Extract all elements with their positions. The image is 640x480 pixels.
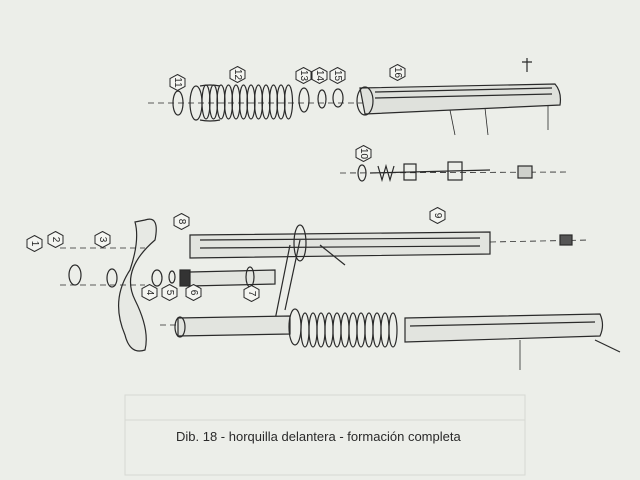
label-hexagon-icon: [429, 207, 446, 224]
part-label-14: 14: [314, 69, 325, 82]
part-label-9: 9: [432, 212, 443, 219]
part-label-13: 13: [298, 69, 309, 82]
boot-rib: [268, 84, 279, 120]
label-hexagon-icon: [355, 145, 372, 162]
steering-stem: [189, 269, 276, 287]
label-hexagon-icon: [329, 67, 346, 84]
boot-rib: [208, 84, 219, 120]
part-label-12: 12: [232, 68, 243, 81]
label-hexagon-icon: [295, 67, 312, 84]
boot-rib: [372, 312, 382, 348]
label-hexagon-icon: [243, 285, 260, 302]
boot-rib: [253, 84, 264, 120]
boot-rib: [308, 312, 318, 348]
label-hexagon-icon: [185, 284, 202, 301]
triple-clamp-bracket: [60, 218, 301, 352]
boot-rib: [300, 312, 310, 348]
boot-rib: [356, 312, 366, 348]
label-hexagon-icon: [311, 67, 328, 84]
label-hexagon-icon: [94, 231, 111, 248]
boot-rib: [348, 312, 358, 348]
part-label-5: 5: [164, 289, 175, 296]
label-hexagon-icon: [229, 66, 246, 83]
boot-rib: [340, 312, 350, 348]
upper-slider-assembly: [148, 58, 562, 136]
label-hexagon-icon: [141, 284, 158, 301]
clamp-11: [172, 90, 184, 116]
boot-rib: [238, 84, 249, 120]
label-hexagon-icon: [173, 213, 190, 230]
slider-16: [356, 58, 562, 136]
boot-rib: [283, 84, 294, 120]
boot-rib: [324, 312, 334, 348]
label-hexagon-icon: [161, 284, 178, 301]
clamp-13: [298, 87, 310, 113]
fork-tube-9: [189, 224, 591, 266]
boot-rib: [276, 84, 286, 120]
boot-rib: [216, 84, 226, 120]
boot-rib: [364, 312, 374, 348]
boot-ribs: [201, 84, 294, 120]
part-label-7: 7: [246, 290, 257, 297]
boot-rib: [201, 84, 211, 120]
boot-rib: [388, 312, 398, 348]
boot-rib: [380, 312, 390, 348]
part-label-15: 15: [332, 69, 343, 82]
label-hexagon-icon: [26, 235, 43, 252]
part-label-11: 11: [172, 77, 183, 88]
boot-rib: [231, 84, 241, 120]
seal-15: [332, 88, 344, 108]
boot-rib: [246, 84, 256, 120]
lower-boot-ribs: [300, 312, 398, 348]
part-label-2: 2: [50, 236, 61, 243]
lower-fork-leg: [160, 308, 621, 370]
damper-rod-10: [339, 161, 571, 183]
part-label-3: 3: [97, 236, 108, 243]
part-label-6: 6: [188, 289, 199, 296]
part-label-8: 8: [176, 218, 187, 225]
washer-5: [168, 270, 176, 284]
label-hexagon-icon: [389, 64, 406, 81]
part-label-4: 4: [144, 289, 155, 296]
boot-rib: [316, 312, 326, 348]
nut-4: [151, 269, 163, 287]
faint-background-table: [124, 394, 526, 476]
boot-rib: [332, 312, 342, 348]
figure-caption: Dib. 18 - horquilla delantera - formació…: [176, 429, 461, 444]
label-hexagon-icon: [47, 231, 64, 248]
part-label-16: 16: [392, 66, 403, 79]
part-label-1: 1: [29, 240, 40, 247]
boot-rib: [261, 84, 271, 120]
part-label-10: 10: [358, 147, 369, 160]
label-hexagon-icon: [169, 74, 186, 91]
ring-14: [317, 89, 327, 109]
boot-rib: [223, 84, 234, 120]
